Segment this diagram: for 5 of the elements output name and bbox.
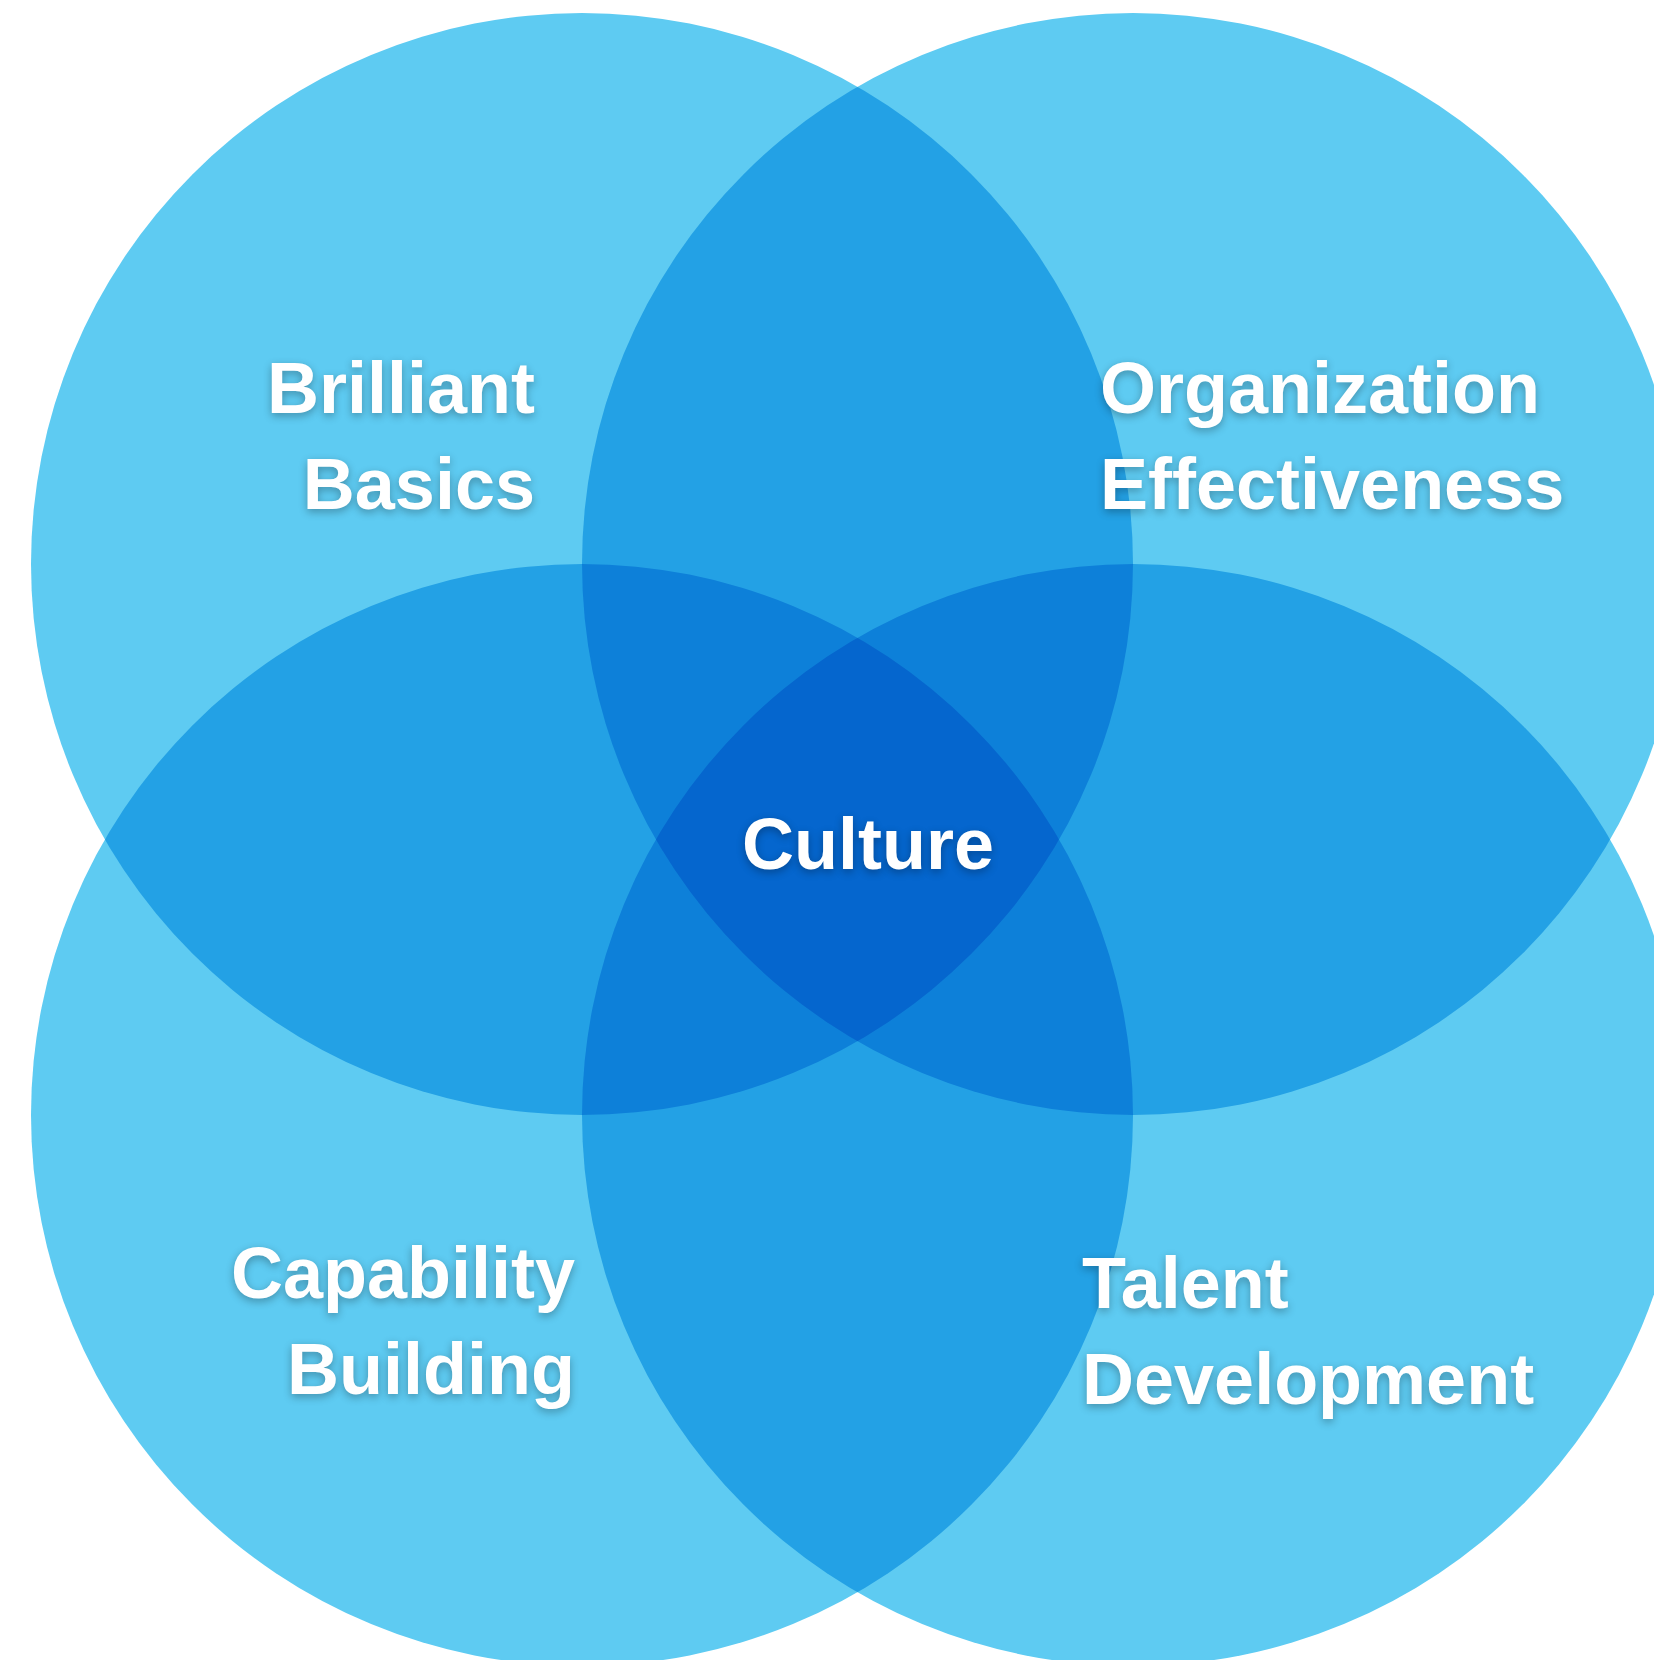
circle-label: Talent Development [1082, 1242, 1536, 1421]
center-label: Culture [741, 803, 995, 886]
circle-label: Capability Building [229, 1232, 575, 1411]
circle-label: Brilliant Basics [265, 347, 535, 526]
circle-label: Organization Effectiveness [1100, 347, 1566, 526]
